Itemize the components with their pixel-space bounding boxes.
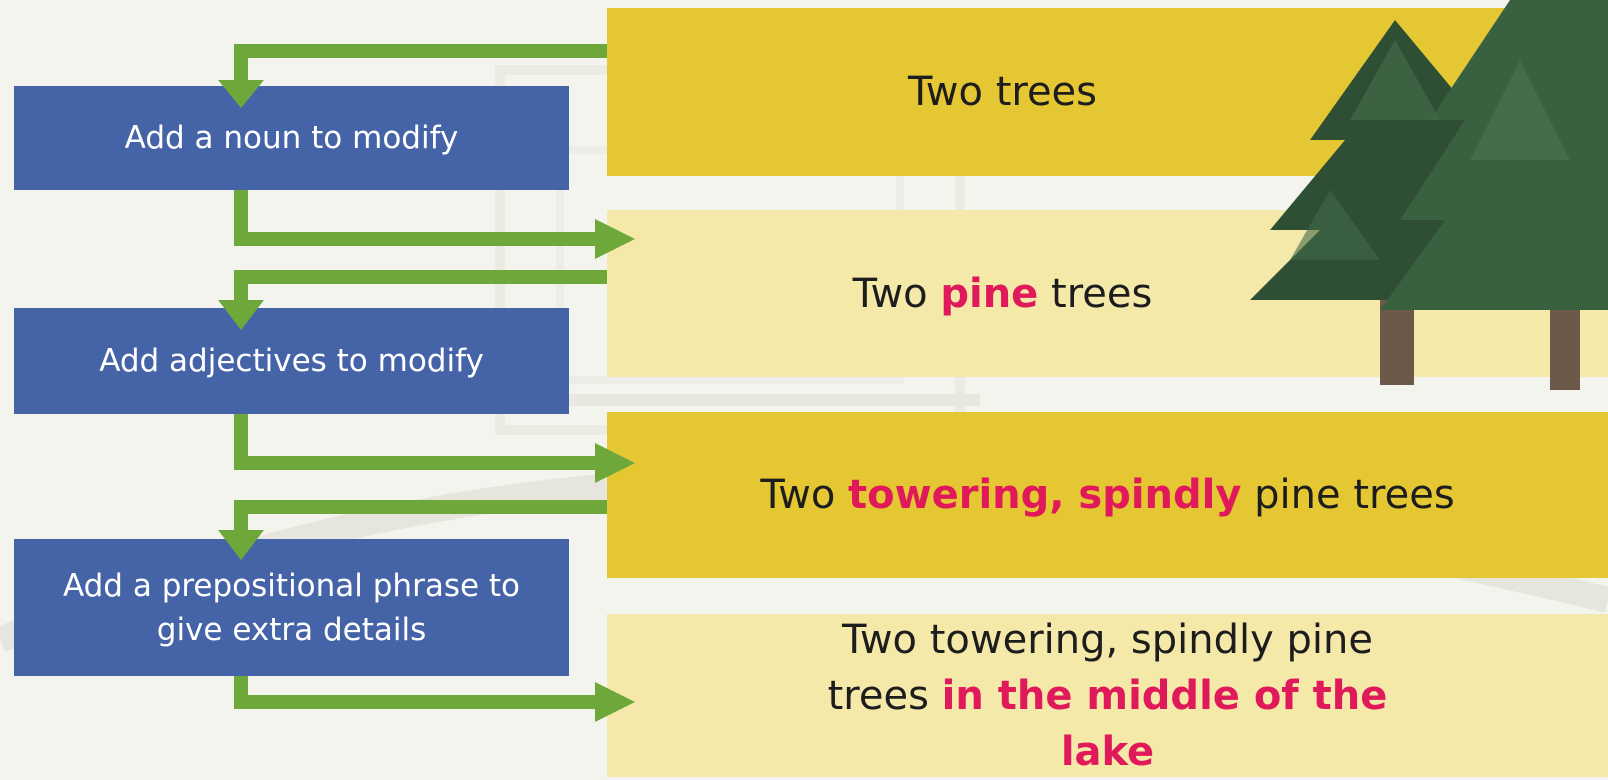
phrase-band-3: Two towering, spindly pine trees: [607, 412, 1608, 578]
phrase-plain-text: trees: [1038, 270, 1153, 317]
phrase-plain-text: Two towering, spindly pine trees: [827, 616, 1373, 719]
phrase-text: Two trees: [908, 64, 1097, 120]
step-box-noun: Add a noun to modify: [14, 86, 569, 190]
phrase-highlight: pine: [940, 270, 1039, 317]
phrase-plain-text: pine trees: [1241, 472, 1455, 518]
phrase-band-4: Two towering, spindly pine trees in the …: [607, 614, 1608, 777]
step-label: Add a noun to modify: [124, 120, 459, 156]
phrase-text: Two towering, spindly pine trees: [760, 467, 1454, 523]
step-box-prepositional-phrase: Add a prepositional phrase to give extra…: [14, 539, 569, 676]
step-label: Add adjectives to modify: [99, 343, 484, 379]
phrase-plain-text: Two: [852, 270, 941, 317]
phrase-text: Two pine trees: [853, 266, 1153, 322]
phrase-highlight: in the middle of the lake: [941, 672, 1388, 775]
phrase-plain-text: Two: [760, 472, 849, 518]
step-label: Add a prepositional phrase to give extra…: [62, 567, 521, 648]
pine-trees-icon: [1250, 0, 1608, 390]
phrase-plain-text: Two trees: [907, 69, 1098, 115]
phrase-highlight: towering, spindly: [848, 472, 1242, 518]
phrase-text: Two towering, spindly pine trees in the …: [797, 612, 1418, 780]
step-box-adjectives: Add adjectives to modify: [14, 308, 569, 414]
